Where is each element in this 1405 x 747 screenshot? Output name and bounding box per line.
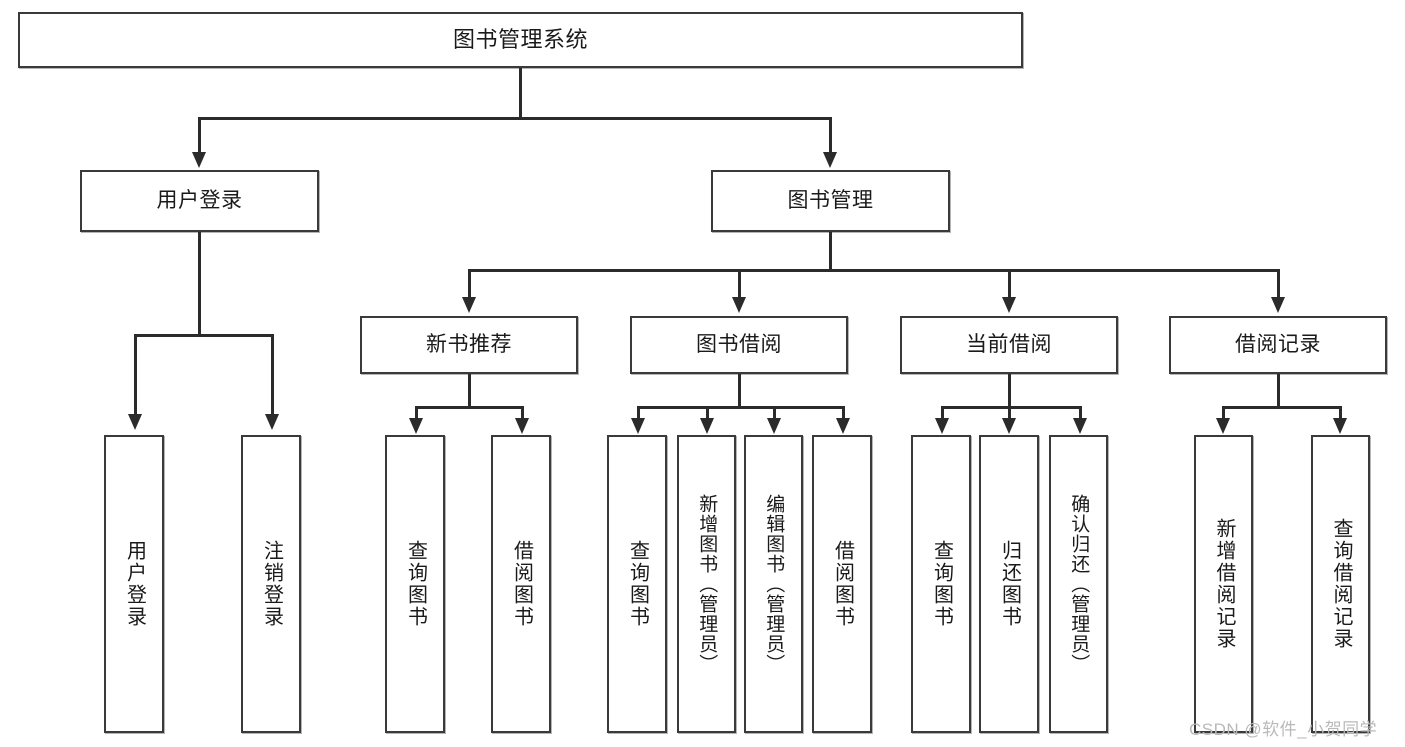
node-label: 图书管理系统 [452,27,588,53]
connector-bb-drop-1 [637,406,640,420]
node-new-book-recommend[interactable]: 新书推荐 [360,316,578,374]
connector-new-book-recommend-bar [415,406,523,409]
leaf-query-book-1[interactable]: 查询图书 [385,435,445,733]
leaf-add-book[interactable]: 新增图书（管理员） [677,435,736,733]
node-book-manage[interactable]: 图书管理 [711,170,950,232]
connector-level2-bar [198,117,832,120]
connector-nbr-drop-1 [415,406,418,420]
node-label: 当前借阅 [966,332,1052,356]
node-label: 图书借阅 [696,332,782,356]
connector-book-manage-stem [829,232,832,272]
connector-user-login-right-drop [271,334,274,416]
node-user-login[interactable]: 用户登录 [80,170,319,232]
node-root-book-management-system[interactable]: 图书管理系统 [18,12,1023,68]
node-label: 查询借阅记录 [1330,518,1352,650]
connector-user-login-left-drop [134,334,137,416]
leaf-edit-book[interactable]: 编辑图书（管理员） [744,435,803,733]
watermark-csdn: CSDN @软件_小贺同学 [1189,720,1378,739]
arrowhead-leaf-query-book-2 [631,418,645,434]
node-borrow-record[interactable]: 借阅记录 [1169,316,1387,374]
connector-book-borrow-stem [738,374,741,408]
connector-current-borrow-bar [941,406,1082,409]
node-label: 查询图书 [930,540,953,628]
connector-bb-drop-3 [773,406,776,420]
connector-nbr-drop-2 [521,406,524,420]
arrowhead-leaf-edit-book [767,418,781,434]
node-label: 新增图书（管理员） [696,494,718,674]
node-label: 查询图书 [404,540,427,628]
connector-borrow-record-bar [1222,406,1341,409]
connector-cb-drop-1 [941,406,944,420]
connector-br-drop-2 [1339,406,1342,420]
connector-to-borrow-record [1277,269,1280,299]
connector-book-borrow-bar [637,406,845,409]
arrowhead-leaf-borrow-book-1 [515,418,529,434]
arrowhead-leaf-borrow-book-2 [836,418,850,434]
arrowhead-to-book-manage [823,152,837,168]
node-label: 借阅图书 [510,540,533,628]
node-label: 用户登录 [123,540,146,628]
node-label: 借阅图书 [831,540,854,628]
arrowhead-leaf-return-book [1002,418,1016,434]
arrowhead-to-new-book-recommend [462,297,476,313]
node-label: 注销登录 [260,540,283,628]
node-label: 用户登录 [156,188,243,212]
connector-to-book-manage [829,117,832,155]
leaf-borrow-book-2[interactable]: 借阅图书 [812,435,872,733]
arrowhead-leaf-logout [265,414,279,430]
node-current-borrow[interactable]: 当前借阅 [900,316,1118,374]
connector-root-stem [519,68,522,119]
leaf-return-book[interactable]: 归还图书 [979,435,1039,733]
arrowhead-leaf-user-login [128,414,142,430]
node-label: 新书推荐 [426,332,512,356]
arrowhead-to-book-borrow [732,297,746,313]
node-label: 确认归还（管理员） [1068,494,1090,674]
connector-cb-drop-3 [1079,406,1082,420]
node-label: 新增借阅记录 [1213,518,1235,650]
connector-to-book-borrow [738,269,741,299]
connector-level3-bar [468,269,1280,272]
arrowhead-to-user-login [192,152,206,168]
leaf-borrow-book-1[interactable]: 借阅图书 [491,435,551,733]
connector-borrow-record-stem [1277,374,1280,408]
connector-current-borrow-stem [1008,374,1011,408]
leaf-confirm-return[interactable]: 确认归还（管理员） [1049,435,1108,733]
node-label: 查询图书 [626,540,649,628]
arrowhead-leaf-add-book [700,418,714,434]
connector-bb-drop-4 [842,406,845,420]
leaf-add-record[interactable]: 新增借阅记录 [1194,435,1253,733]
leaf-query-book-3[interactable]: 查询图书 [911,435,971,733]
arrowhead-leaf-query-record [1333,418,1347,434]
node-label: 编辑图书（管理员） [763,494,785,674]
leaf-user-login[interactable]: 用户登录 [104,435,164,733]
connector-cb-drop-2 [1008,406,1011,420]
connector-bb-drop-2 [706,406,709,420]
node-label: 归还图书 [998,540,1021,628]
node-book-borrow[interactable]: 图书借阅 [630,316,848,374]
connector-to-current-borrow [1008,269,1011,299]
connector-new-book-recommend-stem [468,374,471,408]
node-label: 图书管理 [787,188,874,212]
arrowhead-leaf-query-book-3 [935,418,949,434]
connector-user-login-bar [134,334,273,337]
arrowhead-leaf-confirm-return [1073,418,1087,434]
connector-user-login-stem [198,232,201,336]
connector-to-new-book-recommend [468,269,471,299]
arrowhead-leaf-query-book-1 [409,418,423,434]
arrowhead-leaf-add-record [1216,418,1230,434]
connector-br-drop-1 [1222,406,1225,420]
leaf-query-book-2[interactable]: 查询图书 [607,435,667,733]
connector-to-user-login [198,117,201,155]
arrowhead-to-borrow-record [1271,297,1285,313]
arrowhead-to-current-borrow [1002,297,1016,313]
node-label: 借阅记录 [1235,332,1321,356]
leaf-query-record[interactable]: 查询借阅记录 [1311,435,1370,733]
leaf-logout[interactable]: 注销登录 [241,435,301,733]
